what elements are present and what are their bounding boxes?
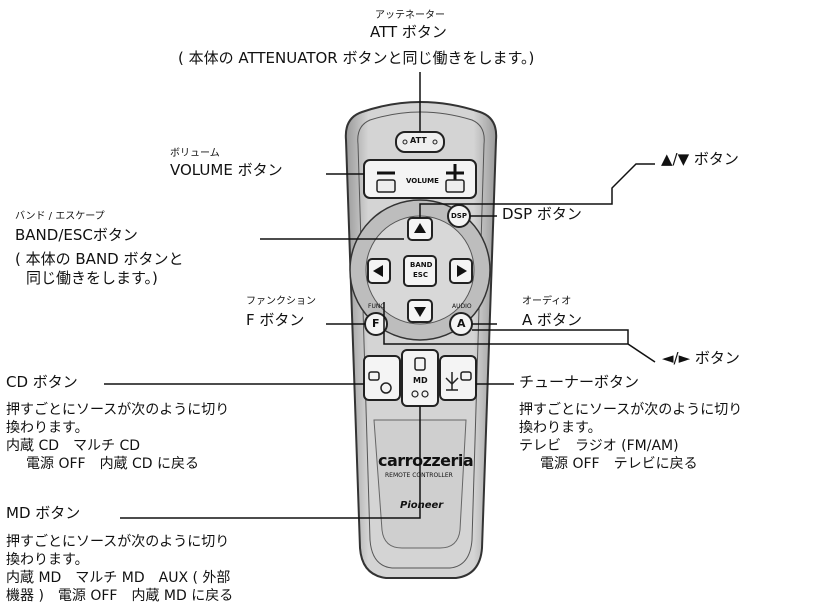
func-ruby: ファンクション (246, 296, 316, 307)
band-ruby: バンド / エスケープ (15, 211, 105, 222)
md-desc-line4: 機器 ) 電源 OFF 内蔵 MD に戻る (6, 588, 234, 604)
audio-label: A ボタン (522, 311, 583, 329)
callout-lines (104, 72, 656, 519)
sub-brand-label: REMOTE CONTROLLER (385, 472, 453, 479)
att-ruby: アッテネーター (375, 10, 445, 21)
brand-logo: carrozzeria (378, 451, 474, 470)
band-esc-button-shape (403, 255, 437, 287)
tuner-label: チューナーボタン (519, 373, 640, 391)
esc-button-label[interactable]: ESC (413, 271, 428, 279)
func-label: F ボタン (246, 311, 305, 329)
att-label: ATT ボタン (370, 23, 447, 41)
dsp-label: DSP ボタン (502, 205, 582, 223)
dsp-button-label[interactable]: DSP (451, 212, 467, 220)
tuner-desc-line2: 換わります。 (519, 420, 602, 436)
cd-desc-line3: 内蔵 CD マルチ CD (6, 438, 141, 454)
att-button-label[interactable]: ATT (410, 136, 427, 145)
md-label: MD ボタン (6, 504, 81, 522)
band-note-line2: 同じ働きをします。) (26, 269, 158, 287)
md-desc-line3: 内蔵 MD マルチ MD AUX ( 外部 (6, 570, 231, 586)
volume-ruby: ボリューム (170, 148, 220, 159)
cd-desc-line1: 押すごとにソースが次のように切り (6, 402, 230, 418)
band-label: BAND/ESCボタン (15, 226, 138, 244)
tuner-desc-line1: 押すごとにソースが次のように切り (519, 402, 743, 418)
md-desc-line1: 押すごとにソースが次のように切り (6, 534, 230, 550)
md-button-label[interactable]: MD (413, 376, 428, 385)
att-note: ( 本体の ATTENUATOR ボタンと同じ働きをします。) (178, 49, 535, 67)
func-small-label: FUNC (368, 303, 385, 310)
audio-ruby: オーディオ (522, 296, 572, 307)
leftright-label: ◄/► ボタン (662, 349, 740, 367)
band-note-line1: ( 本体の BAND ボタンと (15, 250, 184, 268)
maker-logo: Pioneer (400, 500, 444, 511)
audio-small-label: AUDIO (452, 303, 472, 310)
volume-label: VOLUME ボタン (170, 161, 283, 179)
cd-label: CD ボタン (6, 373, 78, 391)
tuner-desc-line3: テレビ ラジオ (FM/AM) (519, 438, 679, 454)
volume-button-label[interactable]: VOLUME (406, 177, 439, 185)
cd-desc-line2: 換わります。 (6, 420, 89, 436)
cd-desc-line4: 電源 OFF 内蔵 CD に戻る (26, 456, 200, 472)
tuner-desc-line4: 電源 OFF テレビに戻る (540, 456, 698, 472)
func-button-label[interactable]: F (372, 317, 380, 330)
updown-label: ▲/▼ ボタン (661, 150, 739, 168)
md-desc-line2: 換わります。 (6, 552, 89, 568)
audio-button-label[interactable]: A (457, 317, 466, 330)
band-button-label[interactable]: BAND (410, 261, 433, 269)
